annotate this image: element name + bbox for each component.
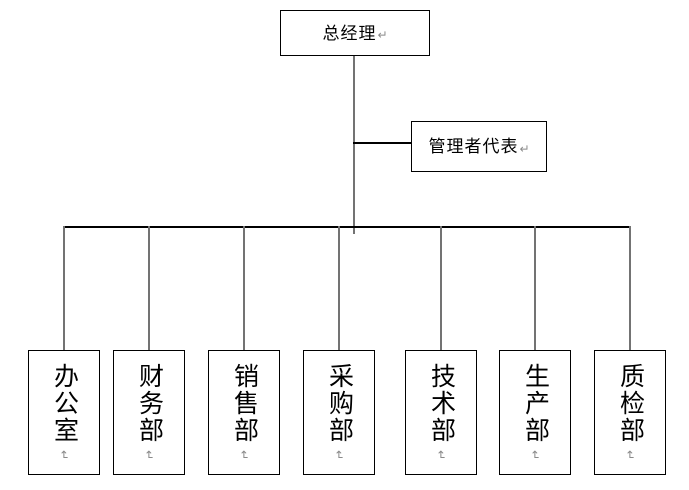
node-general-manager-label: 总经理	[322, 23, 377, 43]
node-procurement-department-label: 采购部	[325, 363, 354, 444]
connector-staff-branch	[353, 142, 412, 144]
node-quality-inspection-department[interactable]: 质检部 ↵	[594, 350, 666, 475]
node-sales-department-label: 销售部	[230, 363, 259, 444]
node-procurement-department[interactable]: 采购部 ↵	[303, 350, 375, 475]
connector-drop-office	[63, 226, 65, 350]
paragraph-mark-icon: ↵	[332, 449, 346, 461]
node-quality-inspection-department-label: 质检部	[616, 363, 645, 444]
node-production-department-label: 生产部	[521, 363, 550, 444]
paragraph-mark-icon: ↵	[57, 449, 71, 461]
node-office-label: 办公室	[50, 363, 79, 444]
paragraph-mark-icon: ↵	[623, 449, 637, 461]
connector-drop-finance	[148, 226, 150, 350]
node-technology-department-label: 技术部	[427, 363, 456, 444]
paragraph-mark-icon: ↵	[142, 449, 156, 461]
node-management-representative-label: 管理者代表	[428, 137, 519, 156]
connector-drop-sales	[243, 226, 245, 350]
node-technology-department[interactable]: 技术部 ↵	[405, 350, 477, 475]
connector-drop-production	[534, 226, 536, 350]
node-finance-department[interactable]: 财务部 ↵	[113, 350, 185, 475]
node-general-manager[interactable]: 总经理↵	[280, 10, 430, 56]
node-production-department[interactable]: 生产部 ↵	[499, 350, 571, 475]
paragraph-mark-icon: ↵	[434, 449, 448, 461]
connector-drop-technology	[440, 226, 442, 350]
connector-drop-procurement	[338, 226, 340, 350]
node-sales-department[interactable]: 销售部 ↵	[208, 350, 280, 475]
paragraph-mark-icon: ↵	[237, 449, 251, 461]
paragraph-mark-icon: ↵	[377, 28, 388, 42]
node-finance-department-label: 财务部	[135, 363, 164, 444]
node-management-representative[interactable]: 管理者代表↵	[411, 121, 547, 172]
paragraph-mark-icon: ↵	[528, 449, 542, 461]
connector-trunk-vertical	[353, 56, 355, 234]
connector-drop-quality	[629, 226, 631, 350]
connector-distribution-bus	[63, 226, 631, 228]
node-office[interactable]: 办公室 ↵	[28, 350, 100, 475]
paragraph-mark-icon: ↵	[519, 141, 530, 156]
